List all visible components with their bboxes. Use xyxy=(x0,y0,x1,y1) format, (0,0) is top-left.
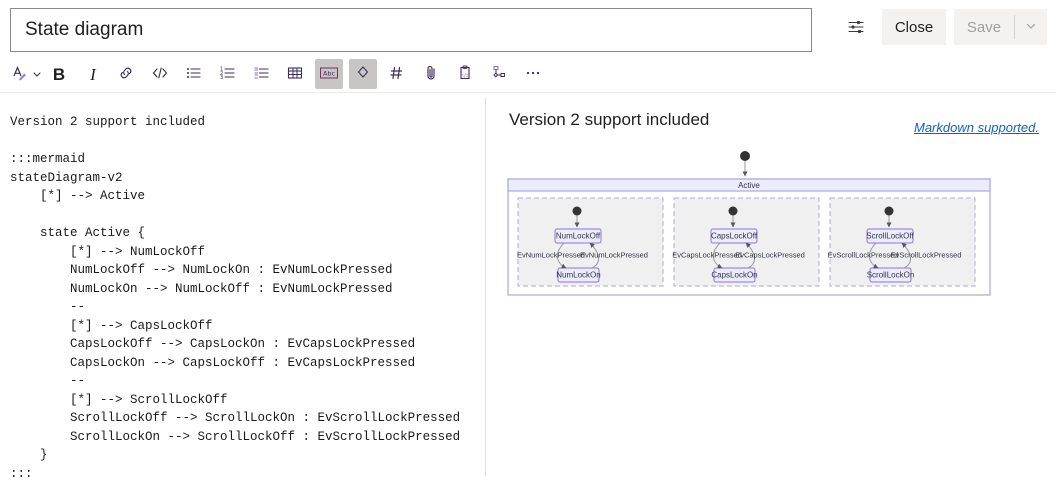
preview-heading: Version 2 support included xyxy=(509,110,710,129)
diagram-button[interactable] xyxy=(485,59,513,89)
svg-text:Abc: Abc xyxy=(323,69,335,77)
svg-text:NumLockOff: NumLockOff xyxy=(556,232,601,241)
pane-divider xyxy=(485,98,486,476)
svg-text:3: 3 xyxy=(220,75,223,81)
svg-text:EvScrollLockPressed: EvScrollLockPressed xyxy=(891,251,962,260)
bullet-list-button[interactable] xyxy=(180,59,208,89)
font-color-icon xyxy=(10,64,28,85)
chevron-down-icon xyxy=(32,67,42,82)
italic-icon: I xyxy=(90,64,96,84)
code-icon xyxy=(151,64,169,85)
svg-text:CapsLockOff: CapsLockOff xyxy=(711,232,758,241)
svg-text:EvNumLockPressed: EvNumLockPressed xyxy=(580,251,648,260)
formatting-toolbar: B I xyxy=(0,56,1056,135)
save-button[interactable]: Save xyxy=(954,9,1014,45)
abc-spellcheck-icon: Abc xyxy=(319,66,339,83)
start-node-root xyxy=(740,151,750,177)
region-numlock: NumLockOff NumLockOn EvNumLockPressed Ev… xyxy=(517,197,664,287)
mermaid-state-diagram: Active NumLockOff NumLockOn EvNumLoc xyxy=(496,143,1046,373)
settings-sliders-button[interactable] xyxy=(840,12,872,44)
paste-code-button[interactable]: </> xyxy=(451,59,479,89)
table-icon xyxy=(286,64,304,85)
chevron-down-icon xyxy=(1025,20,1037,35)
save-divider xyxy=(1014,15,1015,39)
region-scrolllock: ScrollLockOff ScrollLockOn EvScrollLockP… xyxy=(828,197,976,287)
attachment-icon xyxy=(422,64,440,85)
svg-text:</>: </> xyxy=(460,73,471,79)
markdown-supported-link[interactable]: Markdown supported. xyxy=(913,120,1039,135)
font-color-button[interactable] xyxy=(6,59,32,89)
more-options-button[interactable] xyxy=(519,59,547,89)
bullet-list-icon xyxy=(185,64,203,85)
state-capslockon xyxy=(713,267,756,283)
start-node-scrolllock xyxy=(884,206,894,216)
italic-button[interactable]: I xyxy=(79,59,107,89)
svg-text:EvNumLockPressed: EvNumLockPressed xyxy=(517,251,585,260)
expand-collapse-button[interactable] xyxy=(349,59,377,89)
svg-text:CapsLockOn: CapsLockOn xyxy=(711,271,757,280)
markdown-editor-pane[interactable]: Version 2 support included :::mermaid st… xyxy=(0,93,485,481)
close-button[interactable]: Close xyxy=(882,9,946,45)
composite-state-label: Active xyxy=(738,181,760,190)
bold-button[interactable]: B xyxy=(45,59,73,89)
indent-list-button[interactable] xyxy=(248,59,276,89)
svg-text:ScrollLockOff: ScrollLockOff xyxy=(866,232,914,241)
svg-text:EvCapsLockPressed: EvCapsLockPressed xyxy=(672,251,742,260)
code-button[interactable] xyxy=(146,59,174,89)
svg-text:1: 1 xyxy=(220,66,223,72)
heading-hash-icon xyxy=(388,64,406,85)
svg-text:2: 2 xyxy=(220,70,223,76)
state-scrolllockoff xyxy=(866,228,914,244)
expand-collapse-icon xyxy=(354,64,372,85)
svg-text:EvScrollLockPressed: EvScrollLockPressed xyxy=(828,251,899,260)
page-title-input[interactable] xyxy=(10,8,812,52)
toolbar-separator xyxy=(0,92,1056,93)
editor-preview-panes: Version 2 support included :::mermaid st… xyxy=(0,93,1056,481)
more-options-icon xyxy=(524,64,542,85)
settings-sliders-icon xyxy=(847,18,865,39)
diagram-icon xyxy=(490,64,508,85)
state-numlockoff xyxy=(554,228,602,244)
bold-icon: B xyxy=(52,64,66,84)
state-scrolllockon xyxy=(869,267,912,283)
preview-pane: Version 2 support included xyxy=(486,93,1056,481)
start-node-capslock xyxy=(728,206,738,216)
state-numlockon xyxy=(557,267,600,283)
state-capslockoff xyxy=(710,228,758,244)
save-dropdown-button[interactable] xyxy=(1015,9,1047,45)
heading-button[interactable] xyxy=(383,59,411,89)
indent-list-icon xyxy=(253,64,271,85)
attachment-button[interactable] xyxy=(417,59,445,89)
start-node-numlock xyxy=(572,206,582,216)
svg-text:ScrollLockOn: ScrollLockOn xyxy=(867,271,915,280)
font-color-dropdown-button[interactable] xyxy=(28,59,46,89)
svg-text:EvCapsLockPressed: EvCapsLockPressed xyxy=(735,251,805,260)
region-capslock: CapsLockOff CapsLockOn EvCapsLockPressed… xyxy=(672,197,820,287)
link-icon xyxy=(117,64,135,85)
paste-code-icon: </> xyxy=(456,64,474,85)
markdown-source-text[interactable]: Version 2 support included :::mermaid st… xyxy=(10,115,461,481)
svg-text:NumLockOn: NumLockOn xyxy=(556,271,600,280)
spellcheck-button[interactable]: Abc xyxy=(315,59,343,89)
save-split-button: Save xyxy=(954,9,1047,45)
table-button[interactable] xyxy=(281,59,309,89)
link-button[interactable] xyxy=(112,59,140,89)
page-header: Close Save xyxy=(0,0,1056,56)
